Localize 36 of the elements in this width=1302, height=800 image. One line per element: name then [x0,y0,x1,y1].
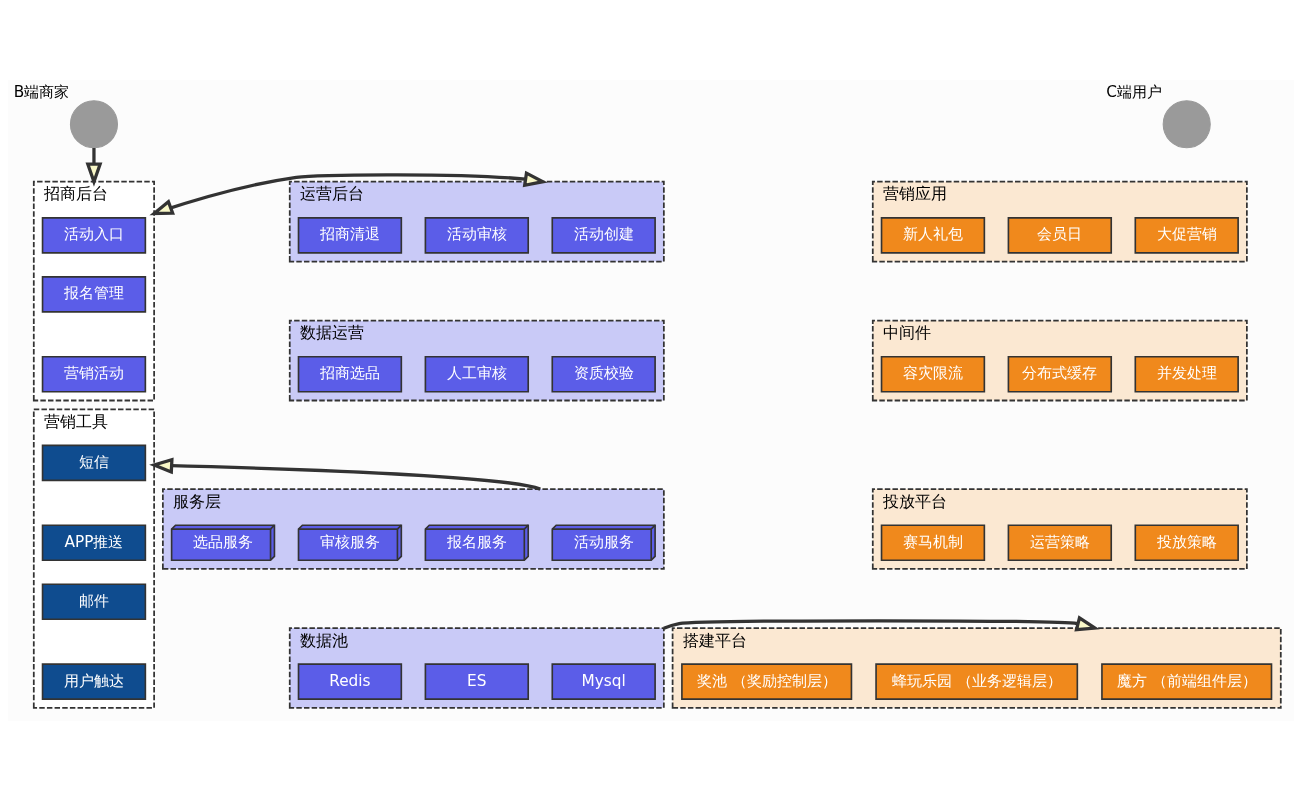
node-box: ES [424,662,530,700]
arrow [149,457,541,491]
node-box: 投放策略 [1134,523,1239,561]
node-box: 并发处理 [1134,355,1239,393]
node-label: B端商家 [13,82,70,101]
node-box: 新人礼包 [880,216,986,254]
node-box: 用户触达 [41,662,147,700]
node-box: 赛马机制 [880,523,986,561]
node-box: 邮件 [41,582,147,620]
node-box: 运营策略 [1007,523,1113,561]
node-box: 大促营销 [1134,216,1239,254]
node-box: 短信 [41,444,147,481]
node-box: 营销活动 [41,355,147,393]
node-box: 活动入口 [41,216,147,254]
node-box: Mysql [551,662,656,700]
node-box: 容灾限流 [880,355,986,393]
arrow [663,614,1100,632]
arrow [149,170,548,215]
node-label: C端用户 [1106,82,1163,101]
node-person [1162,99,1211,148]
node-box: 会员日 [1007,216,1113,254]
node-box: 魔方 （前端组件层） [1101,662,1273,700]
node-box: 招商清退 [297,216,403,254]
node-box: 资质校验 [551,355,656,393]
node-box: 活动审核 [424,216,530,254]
node-box: 活动创建 [551,216,656,254]
arrow [85,147,103,187]
node-box: 分布式缓存 [1007,355,1113,393]
node-box: APP推送 [41,523,147,561]
node-box: 招商选品 [297,355,403,393]
node-box: 蜂玩乐园 （业务逻辑层） [875,662,1079,700]
node-box: Redis [297,662,403,700]
node-box: 报名管理 [41,275,147,313]
node-box: 奖池 （奖励控制层） [681,662,853,700]
node-box: 人工审核 [424,355,530,393]
node-person [69,99,118,148]
